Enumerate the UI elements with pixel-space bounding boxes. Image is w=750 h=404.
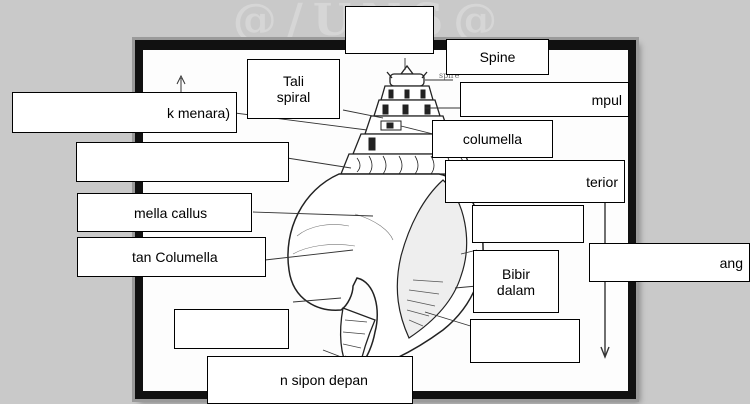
- label-bibir-dalam-line1: Bibir: [497, 266, 535, 282]
- label-spine[interactable]: Spine: [446, 39, 549, 75]
- label-columella[interactable]: columella: [432, 120, 553, 158]
- label-panjang[interactable]: ang: [589, 243, 750, 282]
- label-puncak-menara[interactable]: k menara): [12, 92, 237, 133]
- blank-label-right-mid[interactable]: [472, 205, 584, 243]
- label-saluran-sipon-depan[interactable]: n sipon depan: [207, 356, 413, 404]
- label-columella-callus[interactable]: mella callus: [77, 193, 252, 232]
- label-bibir-dalam-line2: dalam: [497, 282, 535, 298]
- shell-apex: [387, 66, 427, 86]
- blank-label-bottom-left[interactable]: [174, 309, 289, 349]
- label-tali-spiral[interactable]: Tali spiral: [247, 59, 340, 119]
- label-tali-spiral-line1: Tali: [277, 73, 310, 89]
- blank-label-bottom-right[interactable]: [470, 319, 580, 363]
- blank-label-left-mid[interactable]: [76, 142, 289, 182]
- label-ampul[interactable]: mpul: [460, 82, 629, 117]
- label-lipatan-columella[interactable]: tan Columella: [77, 237, 266, 277]
- label-bibir-dalam[interactable]: Bibir dalam: [473, 250, 559, 313]
- blank-label-top[interactable]: [345, 6, 434, 54]
- label-tali-spiral-line2: spiral: [277, 89, 310, 105]
- label-anterior[interactable]: terior: [445, 160, 625, 203]
